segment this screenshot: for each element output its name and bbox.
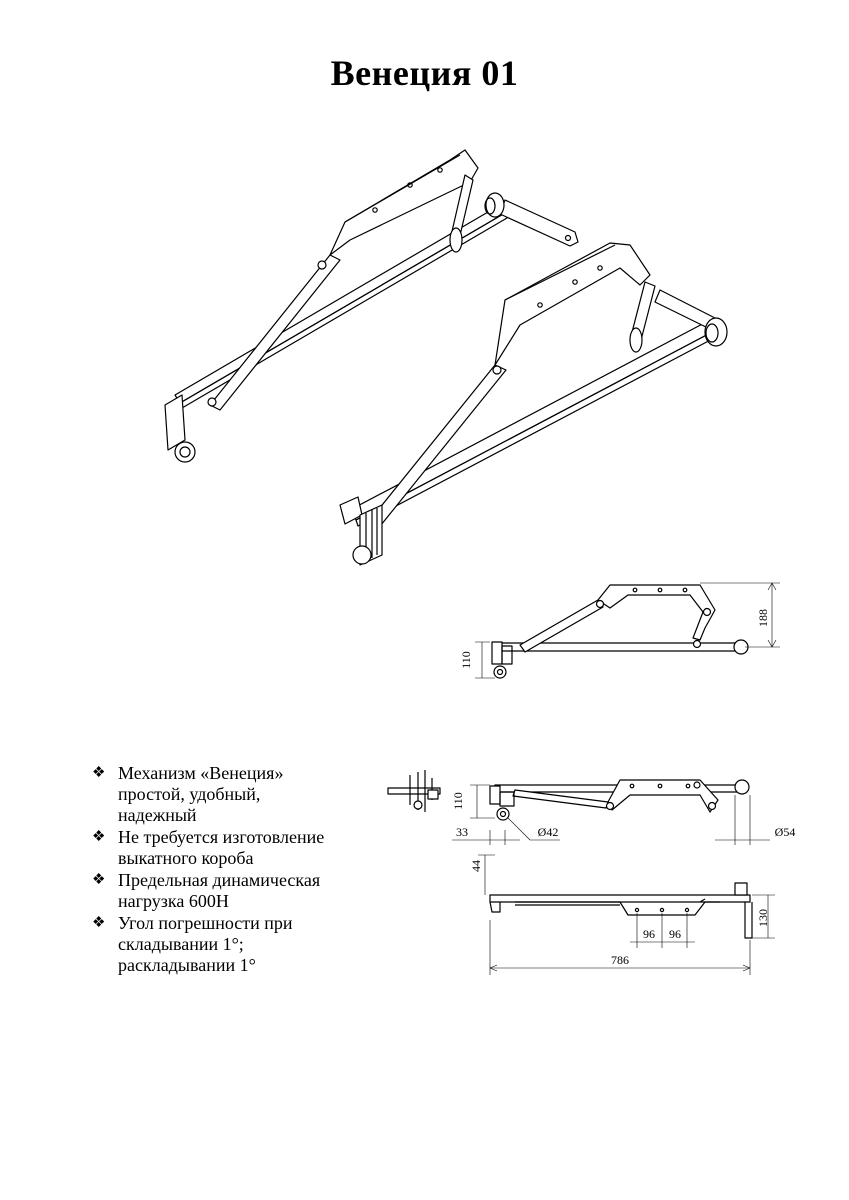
end-view — [387, 770, 441, 812]
diamond-bullet-icon: ❖ — [92, 915, 106, 931]
back-frame — [164, 149, 579, 463]
dim-hole-spacing-1: 96 — [643, 927, 655, 941]
feature-line: Угол погрешности при — [118, 913, 293, 933]
dim-wheel-diameter: Ø42 — [538, 825, 559, 839]
feature-line: Механизм «Венеция» — [118, 763, 284, 783]
feature-line: раскладывании 1° — [118, 955, 256, 975]
dim-plan-wheel-height: 110 — [451, 792, 465, 810]
dim-side-wheel-height: 110 — [459, 651, 473, 669]
dim-overall-length: 786 — [611, 953, 629, 967]
dim-roller-diameter: Ø54 — [775, 825, 796, 839]
dim-bracket-height: 130 — [756, 909, 770, 927]
feature-line: складывании 1°; — [118, 934, 244, 954]
front-frame — [339, 242, 728, 566]
page-title: Венеция 01 — [330, 53, 519, 93]
diamond-bullet-icon: ❖ — [92, 765, 106, 781]
dim-plan-offset: 33 — [456, 825, 468, 839]
feature-line: Предельная динамическая — [118, 870, 321, 890]
feature-line: нагрузка 600Н — [118, 891, 229, 911]
feature-line: выкатного короба — [118, 848, 254, 868]
feature-line: простой, удобный, — [118, 784, 261, 804]
dim-side-height: 188 — [756, 609, 770, 627]
dim-hole-spacing-2: 96 — [669, 927, 681, 941]
isometric-view — [164, 149, 728, 566]
feature-item: ❖ Не требуется изготовление выкатного ко… — [92, 827, 362, 869]
diamond-bullet-icon: ❖ — [92, 872, 106, 888]
diamond-bullet-icon: ❖ — [92, 829, 106, 845]
dim-bottom-offset: 44 — [469, 860, 483, 872]
feature-list: ❖ Механизм «Венеция» простой, удобный, н… — [92, 763, 362, 977]
feature-line: Не требуется изготовление — [118, 827, 325, 847]
plan-view: 110 33 Ø42 Ø54 — [387, 770, 796, 845]
side-view: 188 110 — [459, 582, 780, 679]
bottom-view: 44 130 96 96 786 — [469, 854, 775, 975]
feature-line: надежный — [118, 805, 197, 825]
feature-item: ❖ Предельная динамическая нагрузка 600Н — [92, 870, 362, 912]
feature-item: ❖ Механизм «Венеция» простой, удобный, н… — [92, 763, 362, 826]
feature-item: ❖ Угол погрешности при складывании 1°; р… — [92, 913, 362, 976]
